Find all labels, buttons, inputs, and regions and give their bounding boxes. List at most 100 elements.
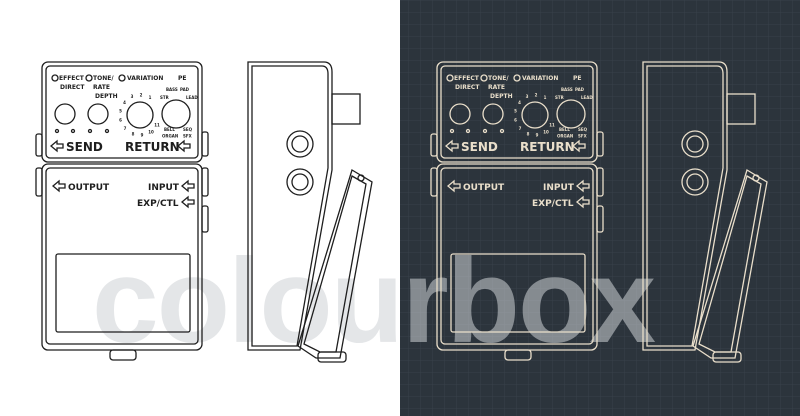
- input-arrow-icon: [180, 179, 195, 193]
- dial-number: 2: [535, 93, 538, 98]
- dial-number: 9: [536, 133, 539, 138]
- depth-label: DEPTH: [95, 93, 118, 100]
- mode-label: BELL: [559, 127, 570, 132]
- side-housing: [247, 61, 333, 351]
- variation-led: [118, 74, 126, 82]
- dial-number: 4: [518, 100, 521, 105]
- effect-direct-switch[interactable]: [446, 74, 454, 82]
- direct-label: DIRECT: [60, 84, 85, 91]
- dial-number: 9: [141, 133, 144, 138]
- mode-label: PAD: [180, 87, 190, 92]
- pedal-side-view: [642, 61, 768, 363]
- footswitch-lever[interactable]: [692, 169, 768, 359]
- tone-label: TONE/: [93, 75, 114, 82]
- control-panel: [45, 65, 199, 159]
- dial-number: 11: [549, 123, 555, 128]
- side-jack-upper: [286, 130, 314, 158]
- tone-knob[interactable]: [87, 103, 109, 125]
- control-panel-housing: [436, 61, 598, 163]
- exp-ctl-arrow-icon: [180, 195, 195, 209]
- return-label: RETURN: [520, 140, 575, 154]
- input-label: INPUT: [148, 183, 180, 193]
- side-knob: [726, 93, 756, 125]
- input-label: INPUT: [543, 183, 575, 193]
- dial-number: 4: [123, 100, 126, 105]
- tone-label: TONE/: [488, 75, 509, 82]
- thumb-screw: [109, 349, 137, 361]
- mode-label: SEQ: [578, 127, 588, 132]
- mode-label: ORGAN: [557, 134, 573, 139]
- variation-dial[interactable]: [126, 101, 154, 129]
- side-jack-lower: [681, 168, 709, 196]
- dark-panel-grid: [400, 0, 800, 416]
- light-blueprint: EFFECT DIRECT TONE/ RATE DEPTH VARIATION…: [35, 61, 373, 363]
- send-arrow-icon: [49, 139, 64, 153]
- pedal-body-inner: [45, 167, 199, 345]
- effect-knob[interactable]: [54, 103, 76, 125]
- output-label: OUTPUT: [463, 183, 505, 193]
- mode-label: SFX: [578, 134, 587, 139]
- exp-ctl-label: EXP/CTL: [532, 199, 574, 209]
- side-thumb-screw: [712, 351, 742, 363]
- mode-label: PAD: [575, 87, 585, 92]
- pe-label: PE: [573, 75, 582, 82]
- dial-number: 8: [132, 132, 135, 137]
- return-label: RETURN: [125, 140, 180, 154]
- mode-label: STR: [160, 95, 169, 100]
- dial-number: 2: [140, 93, 143, 98]
- mode-label: BASS: [561, 87, 573, 92]
- footswitch-pad: [450, 253, 586, 333]
- variation-label: VARIATION: [522, 75, 558, 82]
- dial-number: 8: [527, 132, 530, 137]
- footswitch-lever[interactable]: [297, 169, 373, 359]
- tone-knob[interactable]: [482, 103, 504, 125]
- mode-dial[interactable]: [556, 99, 586, 129]
- mode-label: LEAD: [186, 95, 198, 100]
- mode-label: SFX: [183, 134, 192, 139]
- mode-label: LEAD: [581, 95, 593, 100]
- mode-label: ORGAN: [162, 134, 178, 139]
- rate-label: RATE: [93, 84, 110, 91]
- mode-dial[interactable]: [161, 99, 191, 129]
- exp-ctl-label: EXP/CTL: [137, 199, 179, 209]
- input-arrow-icon: [575, 179, 590, 193]
- dial-number: 3: [526, 94, 529, 99]
- dial-number: 7: [519, 126, 522, 131]
- side-housing: [642, 61, 728, 351]
- dial-number: 6: [119, 118, 122, 123]
- side-jack-lower: [286, 168, 314, 196]
- return-arrow-icon: [571, 139, 586, 153]
- side-jack-upper: [681, 130, 709, 158]
- variation-dial[interactable]: [521, 101, 549, 129]
- dial-number: 5: [119, 109, 122, 114]
- effect-knob[interactable]: [449, 103, 471, 125]
- dark-blueprint: EFFECT DIRECT TONE/ RATE DEPTH VARIATION…: [430, 61, 768, 363]
- return-arrow-icon: [176, 139, 191, 153]
- effect-label: EFFECT: [59, 75, 85, 82]
- output-label: OUTPUT: [68, 183, 110, 193]
- mode-label: BASS: [166, 87, 178, 92]
- side-thumb-screw: [317, 351, 347, 363]
- dial-number: 7: [124, 126, 127, 131]
- send-arrow-icon: [444, 139, 459, 153]
- dial-number: 6: [514, 118, 517, 123]
- send-label: SEND: [66, 140, 103, 154]
- footswitch-pad: [55, 253, 191, 333]
- depth-label: DEPTH: [490, 93, 513, 100]
- mode-label: SEQ: [183, 127, 193, 132]
- pedal-front-view: [35, 61, 209, 361]
- pedal-body-inner: [440, 167, 594, 345]
- output-arrow-icon: [446, 179, 461, 193]
- pedal-front-view: [430, 61, 604, 361]
- dial-number: 10: [148, 130, 154, 135]
- tone-rate-switch[interactable]: [85, 74, 93, 82]
- effect-label: EFFECT: [454, 75, 480, 82]
- pedal-side-view: [247, 61, 373, 363]
- tone-rate-switch[interactable]: [480, 74, 488, 82]
- send-label: SEND: [461, 140, 498, 154]
- colourbox-watermark: colourbox: [92, 234, 655, 368]
- effect-direct-switch[interactable]: [51, 74, 59, 82]
- direct-label: DIRECT: [455, 84, 480, 91]
- dial-number: 5: [514, 109, 517, 114]
